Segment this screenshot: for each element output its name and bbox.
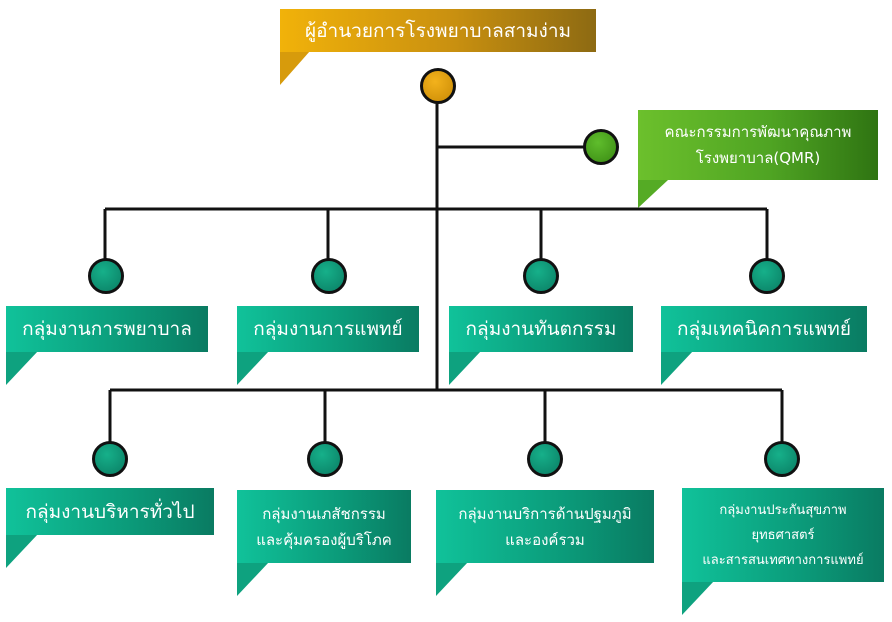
row2-text-4a: กลุ่มงานประกันสุขภาพ	[719, 502, 847, 518]
committee-label: คณะกรรมการพัฒนาคุณภาพ โรงพยาบาล(QMR)	[638, 110, 878, 180]
committee-label-tail	[638, 180, 668, 208]
row2-label-2: กลุ่มงานเภสัชกรรม และคุ้มครองผู้บริโภค	[237, 490, 411, 563]
row1-label-2: กลุ่มงานการแพทย์	[237, 306, 419, 352]
row1-label-3: กลุ่มงานทันตกรรม	[449, 306, 633, 352]
row2-text-3b: และองค์รวม	[505, 530, 585, 549]
director-label-tail	[280, 51, 310, 85]
row1-label-1: กลุ่มงานการพยาบาล	[6, 306, 208, 352]
row2-node-3	[527, 441, 563, 477]
row2-label-4-tail	[682, 581, 714, 615]
row2-label-1: กลุ่มงานบริหารทั่วไป	[6, 488, 214, 535]
row1-label-2-tail	[237, 351, 269, 385]
committee-node	[583, 129, 619, 165]
row1-label-4-tail	[661, 351, 693, 385]
row1-text-1: กลุ่มงานการพยาบาล	[22, 318, 192, 340]
row1-node-3	[523, 258, 559, 294]
director-label: ผู้อำนวยการโรงพยาบาลสามง่าม	[280, 9, 596, 52]
row2-label-4: กลุ่มงานประกันสุขภาพ ยุทธศาสตร์ และสารสน…	[682, 488, 884, 582]
row2-text-2a: กลุ่มงานเภสัชกรรม	[262, 504, 386, 523]
committee-line-2: โรงพยาบาล(QMR)	[695, 149, 821, 167]
row2-text-1: กลุ่มงานบริหารทั่วไป	[25, 500, 195, 523]
row2-text-2b: และคุ้มครองผู้บริโภค	[256, 530, 392, 549]
row2-node-2	[307, 441, 343, 477]
row2-text-4b: ยุทธศาสตร์	[751, 527, 815, 543]
row1-text-4: กลุ่มเทคนิคการแพทย์	[677, 318, 851, 340]
row1-node-1	[88, 258, 124, 294]
row2-label-3: กลุ่มงานบริการด้านปฐมภูมิ และองค์รวม	[436, 490, 654, 563]
row2-label-2-tail	[237, 562, 269, 596]
director-node	[420, 68, 456, 104]
director-text: ผู้อำนวยการโรงพยาบาลสามง่าม	[304, 19, 572, 42]
row1-node-2	[311, 258, 347, 294]
row2-text-4c: และสารสนเทศทางการแพทย์	[702, 552, 864, 568]
row1-label-4: กลุ่มเทคนิคการแพทย์	[661, 306, 867, 352]
row2-node-4	[764, 441, 800, 477]
row2-label-1-tail	[6, 534, 38, 568]
row1-node-4	[749, 258, 785, 294]
row1-label-3-tail	[449, 351, 481, 385]
row1-label-1-tail	[6, 351, 38, 385]
row1-text-3: กลุ่มงานทันตกรรม	[465, 318, 617, 340]
row2-text-3a: กลุ่มงานบริการด้านปฐมภูมิ	[458, 504, 632, 523]
row2-node-1	[92, 441, 128, 477]
row1-text-2: กลุ่มงานการแพทย์	[253, 318, 403, 340]
row2-label-3-tail	[436, 562, 468, 596]
committee-line-1: คณะกรรมการพัฒนาคุณภาพ	[664, 123, 852, 141]
